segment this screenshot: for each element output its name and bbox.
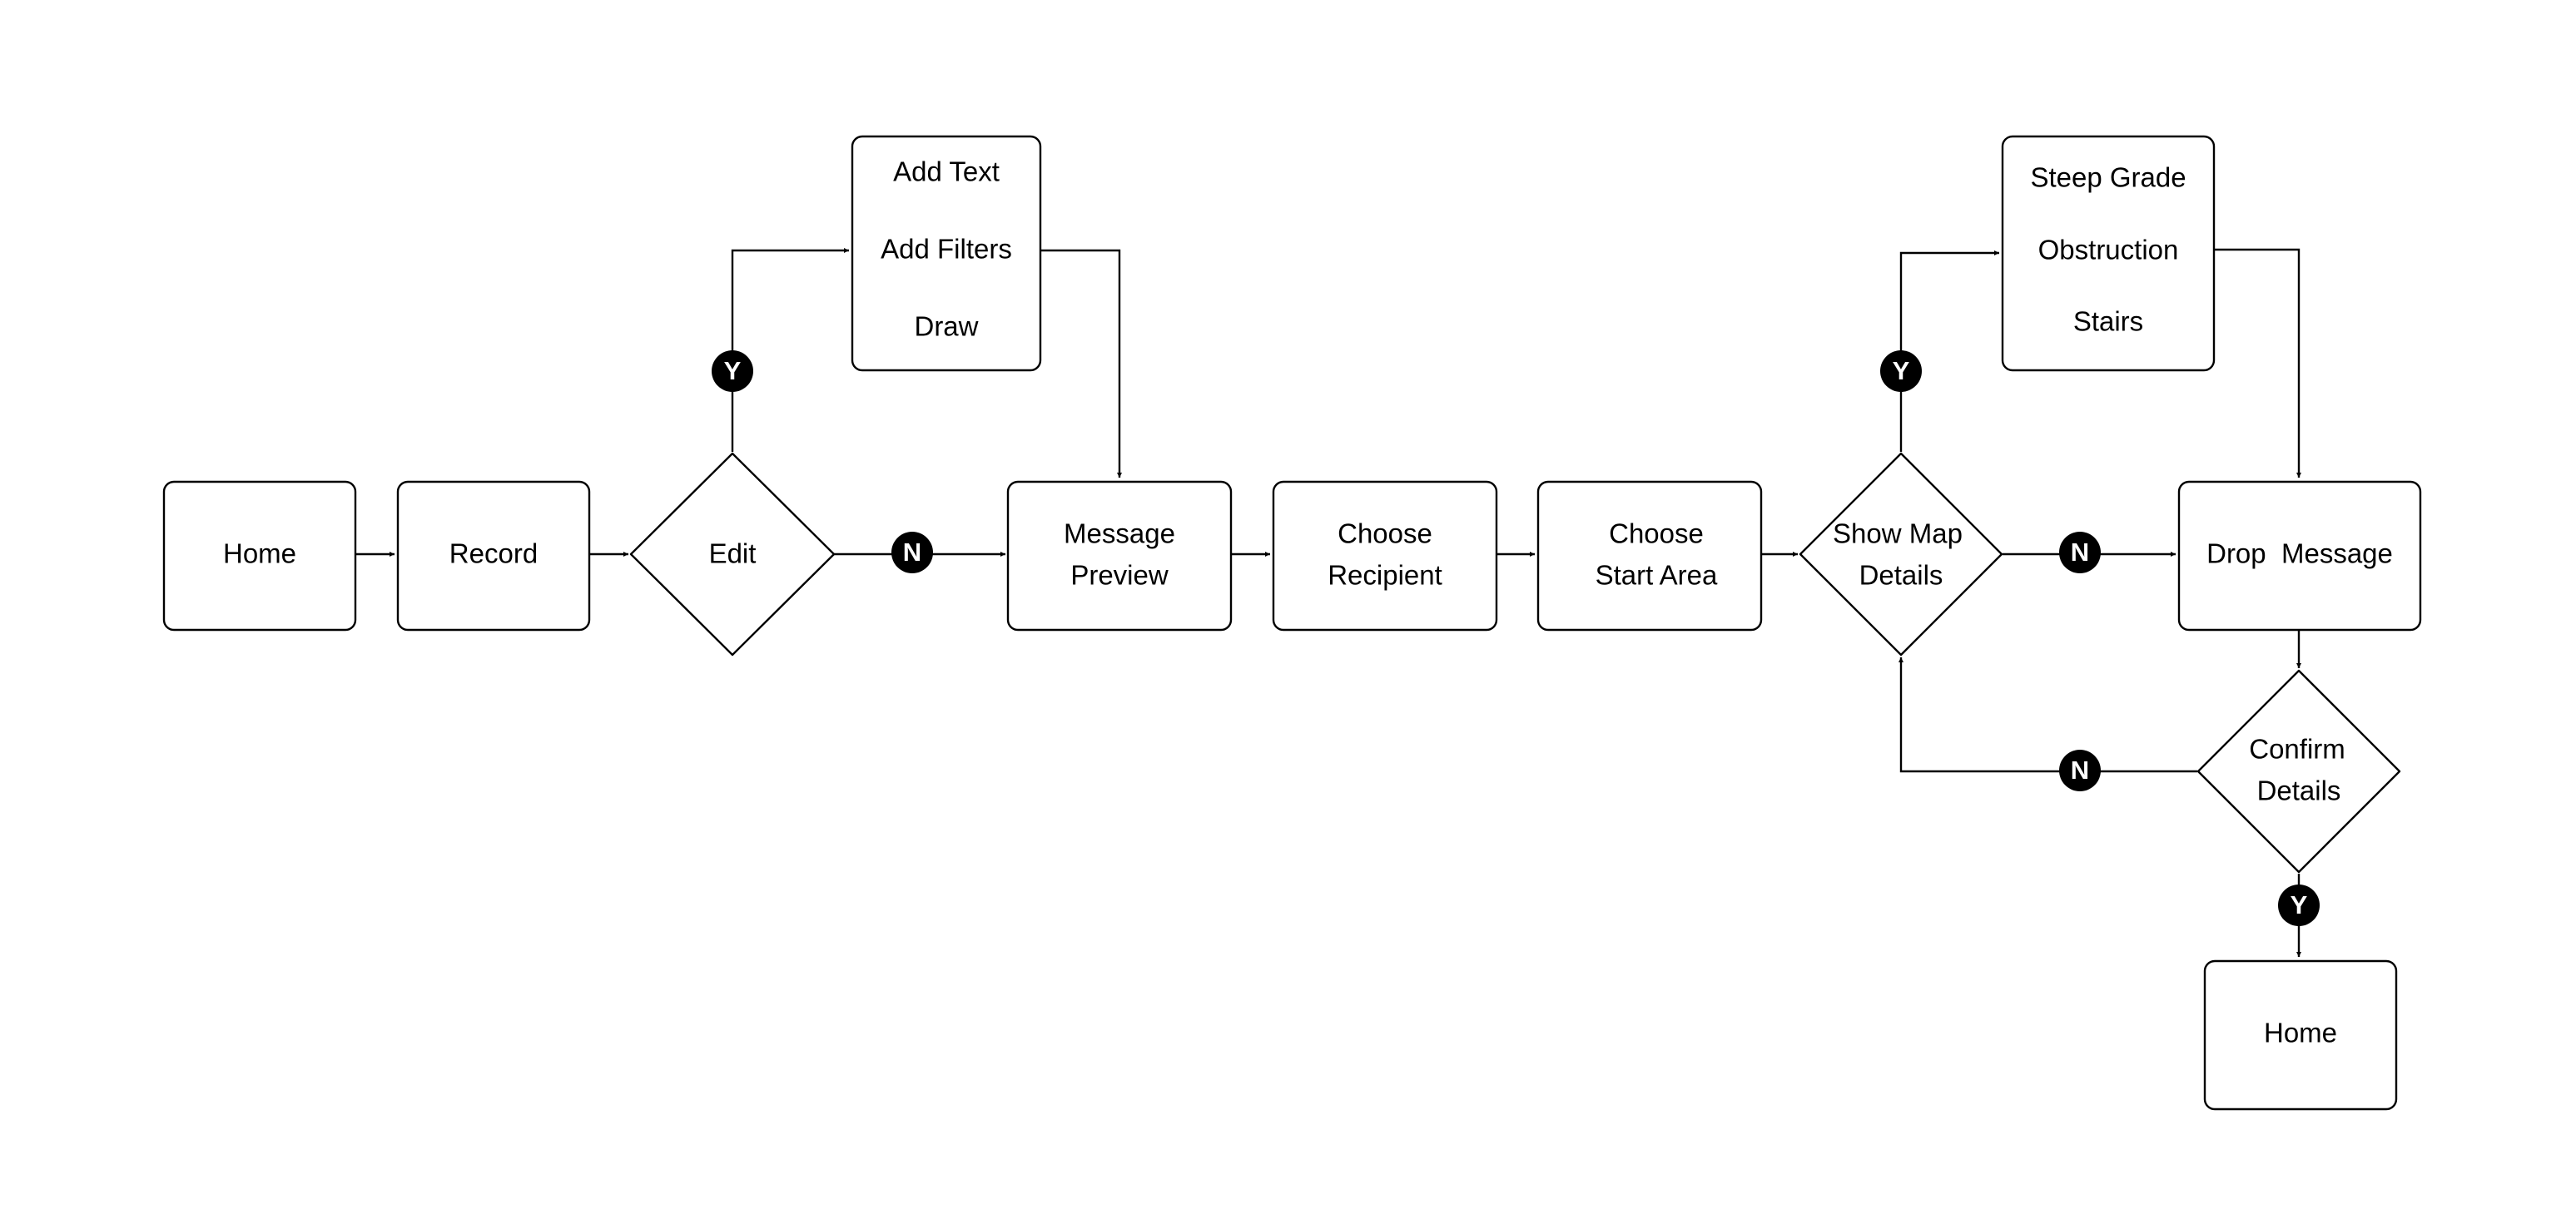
edge-options-to-preview bbox=[1040, 249, 1122, 478]
node-choose-recipient-line2: Recipient bbox=[1328, 560, 1442, 591]
edit-option-draw: Draw bbox=[914, 311, 978, 342]
node-map-options: Steep Grade Obstruction Stairs bbox=[2001, 135, 2216, 372]
node-show-map-details-decision: Show Map Details bbox=[1799, 452, 2003, 657]
edge-map-details-yes-to-options bbox=[1899, 250, 1999, 452]
badge-map-details-no: N bbox=[2059, 532, 2101, 573]
node-message-preview-line2: Preview bbox=[1070, 560, 1169, 591]
node-record: Record bbox=[396, 480, 591, 632]
badge-confirm-yes: Y bbox=[2278, 885, 2320, 926]
node-choose-recipient-line1: Choose bbox=[1338, 518, 1432, 549]
map-option-steep-grade: Steep Grade bbox=[2030, 162, 2186, 193]
edit-option-add-text: Add Text bbox=[893, 156, 1000, 187]
node-confirm-details-decision: Confirm Details bbox=[2196, 669, 2401, 874]
node-show-map-details-line2: Details bbox=[1859, 560, 1943, 591]
node-drop-message: Drop Message bbox=[2177, 480, 2422, 632]
node-home-end: Home bbox=[2203, 959, 2398, 1111]
node-home-end-label: Home bbox=[2264, 1018, 2337, 1048]
badge-confirm-yes-text: Y bbox=[2291, 890, 2308, 919]
node-edit-options: Add Text Add Filters Draw bbox=[851, 135, 1042, 372]
edge-map-options-to-drop bbox=[2214, 248, 2301, 478]
node-home-start: Home bbox=[162, 480, 357, 632]
edit-option-add-filters: Add Filters bbox=[881, 234, 1012, 265]
badge-map-details-no-text: N bbox=[2071, 538, 2089, 567]
node-drop-message-label: Drop Message bbox=[2206, 538, 2393, 569]
badge-edit-yes-text: Y bbox=[724, 356, 742, 385]
badge-map-details-yes-text: Y bbox=[1893, 356, 1910, 385]
map-option-obstruction: Obstruction bbox=[2038, 235, 2179, 265]
node-message-preview-line1: Message bbox=[1064, 518, 1175, 549]
badge-edit-no-text: N bbox=[903, 538, 921, 567]
edge-confirm-no-to-map-details bbox=[1898, 657, 2197, 773]
badge-map-details-yes: Y bbox=[1880, 350, 1922, 392]
node-choose-start-area-line2: Start Area bbox=[1596, 560, 1718, 591]
node-choose-recipient: Choose Recipient bbox=[1272, 480, 1498, 632]
node-edit-decision: Edit bbox=[629, 452, 836, 657]
node-edit-label: Edit bbox=[709, 538, 757, 569]
node-confirm-details-line1: Confirm bbox=[2249, 734, 2345, 765]
node-show-map-details-line1: Show Map bbox=[1833, 518, 1963, 549]
node-home-start-label: Home bbox=[223, 538, 296, 569]
node-confirm-details-line2: Details bbox=[2257, 776, 2341, 806]
badge-edit-yes: Y bbox=[712, 350, 753, 392]
node-message-preview: Message Preview bbox=[1006, 480, 1233, 632]
edge-edit-yes-to-options bbox=[731, 248, 849, 452]
badge-confirm-no-text: N bbox=[2071, 756, 2089, 785]
badge-edit-no: N bbox=[891, 532, 933, 573]
badge-confirm-no: N bbox=[2059, 750, 2101, 791]
node-choose-start-area-line1: Choose bbox=[1609, 518, 1704, 549]
map-option-stairs: Stairs bbox=[2073, 306, 2143, 337]
node-record-label: Record bbox=[449, 538, 538, 569]
node-choose-start-area: Choose Start Area bbox=[1536, 480, 1763, 632]
